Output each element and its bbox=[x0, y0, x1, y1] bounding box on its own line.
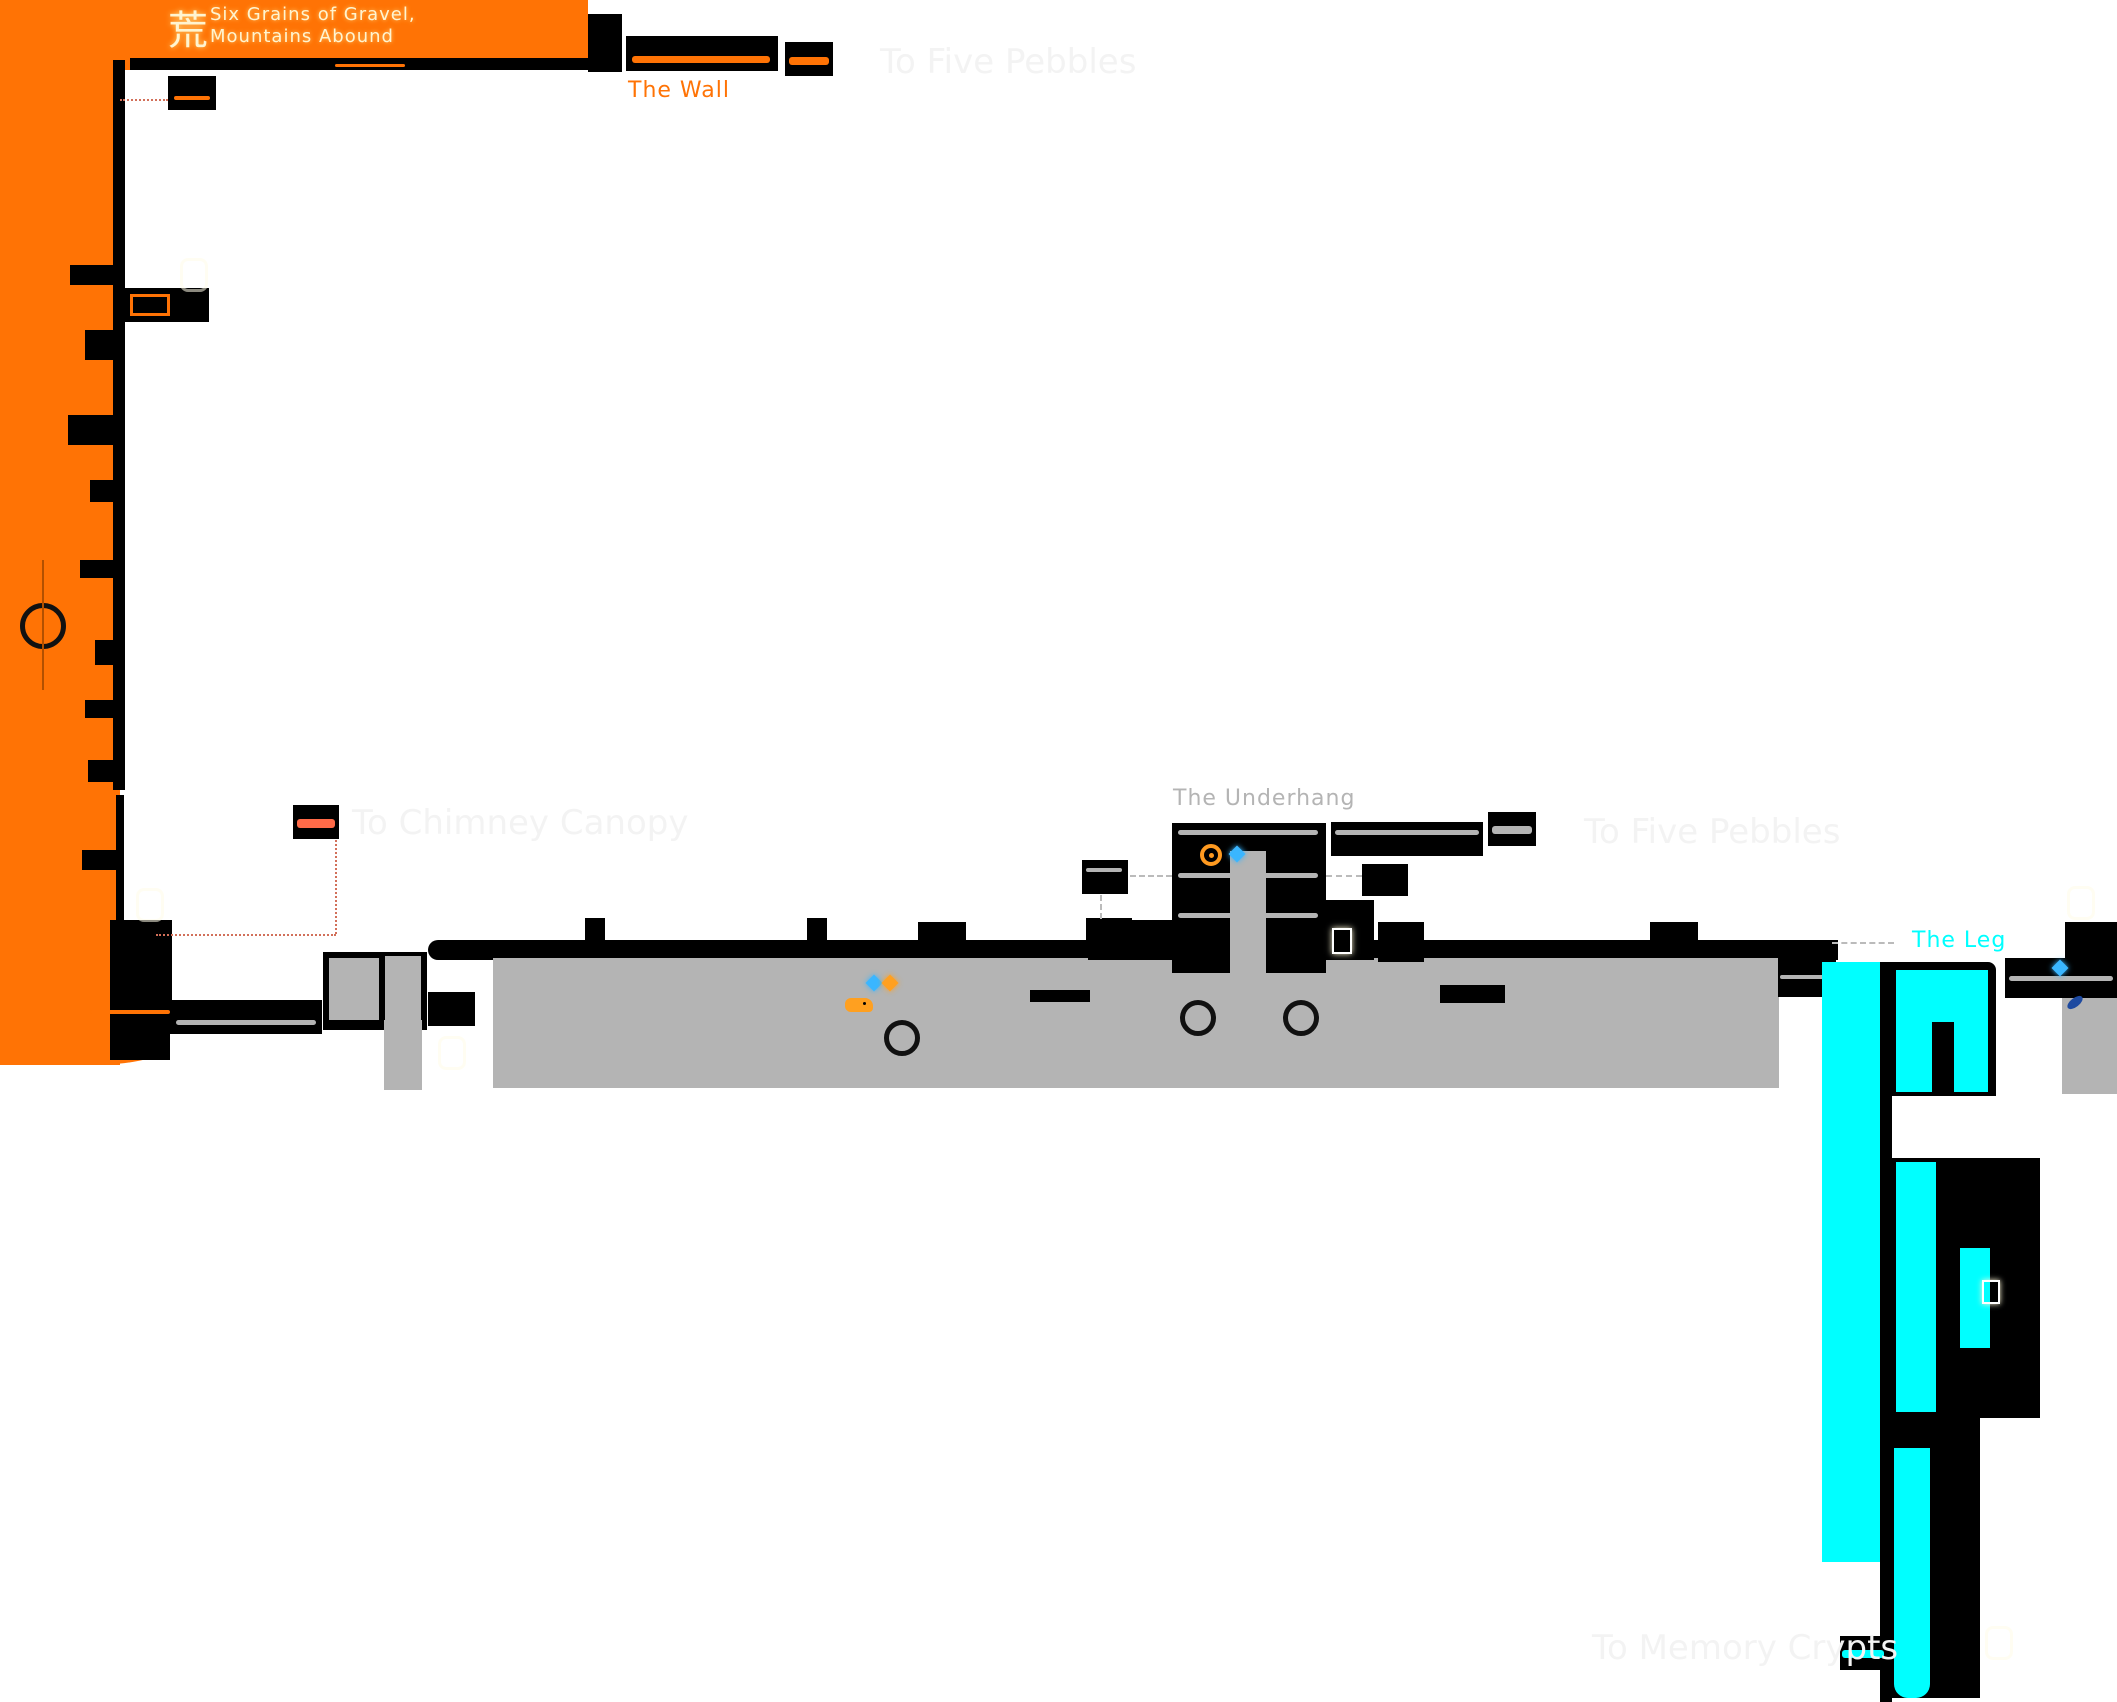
shelter-icon[interactable] bbox=[1985, 1626, 2013, 1660]
five-pebbles-gate-room-2[interactable] bbox=[1488, 812, 1536, 846]
chimney-connector-v bbox=[335, 840, 337, 934]
underhang-satellite-room bbox=[1086, 918, 1132, 954]
wall-room bbox=[70, 265, 120, 285]
five-pebbles-gate-room[interactable] bbox=[785, 42, 833, 76]
connector-line bbox=[1130, 875, 1172, 877]
underhang-satellite-room bbox=[1378, 922, 1424, 962]
leg-bottom-gate-room[interactable] bbox=[1840, 1636, 1890, 1670]
wall-room bbox=[95, 640, 120, 665]
connection-label-memory-crypts: To Memory Crypts bbox=[1592, 1628, 1899, 1668]
chimney-connector-h bbox=[156, 934, 336, 936]
connector-line bbox=[1326, 875, 1362, 877]
wall-top-corner bbox=[588, 14, 622, 72]
karma-gate-icon[interactable] bbox=[1332, 928, 1352, 954]
region-title-line1: Six Grains of Gravel, bbox=[210, 4, 416, 25]
underhang-shaft bbox=[384, 1020, 422, 1090]
shelter-icon[interactable] bbox=[2067, 886, 2095, 920]
wall-side-room-mid bbox=[124, 288, 209, 322]
underhang-round-chamber bbox=[1180, 1000, 1216, 1036]
right-upper-room bbox=[2065, 922, 2117, 958]
wall-room bbox=[88, 760, 120, 782]
subregion-label-the-underhang: The Underhang bbox=[1173, 786, 1356, 811]
underhang-upper-room bbox=[918, 922, 966, 958]
subregion-label-the-wall: The Wall bbox=[628, 78, 730, 103]
wall-side-room-top bbox=[168, 76, 216, 110]
underhang-inner-room bbox=[1440, 985, 1505, 1003]
underhang-entry-room bbox=[323, 952, 427, 1030]
chimney-canopy-gate-room[interactable] bbox=[293, 805, 339, 839]
connector-line bbox=[120, 99, 168, 101]
leg-lower-column bbox=[1880, 1418, 1980, 1698]
wall-exit-room[interactable] bbox=[626, 36, 778, 71]
lizard-icon[interactable] bbox=[845, 998, 873, 1012]
leg-middle-column bbox=[1890, 1158, 2040, 1418]
underhang-satellite-room bbox=[1082, 860, 1128, 894]
wall-left-ridge-2 bbox=[116, 795, 124, 925]
underhang-inner-room bbox=[1030, 990, 1090, 1002]
underhang-satellite-room bbox=[1650, 922, 1698, 956]
wall-room bbox=[68, 415, 120, 445]
underhang-round-chamber bbox=[884, 1020, 920, 1056]
connection-label-five-pebbles-2: To Five Pebbles bbox=[1584, 812, 1841, 852]
leg-outer bbox=[1822, 962, 1888, 1562]
echo-icon[interactable] bbox=[1200, 844, 1222, 866]
shelter-icon[interactable] bbox=[136, 888, 164, 922]
wall-bottom-complex bbox=[110, 920, 172, 1020]
wall-top-pipe bbox=[335, 64, 405, 67]
leg-upper-room bbox=[1892, 962, 1996, 1096]
underhang-small-room bbox=[428, 992, 475, 1026]
shelter-icon[interactable] bbox=[180, 258, 208, 292]
underhang-ceiling-tooth bbox=[585, 918, 605, 958]
karma-gate-icon-leg[interactable] bbox=[1982, 1280, 2000, 1304]
wall-structure-axis bbox=[42, 560, 44, 690]
wall-bottom-pipe bbox=[90, 1010, 170, 1014]
underhang-satellite-room bbox=[1362, 864, 1408, 896]
connection-label-chimney-canopy: To Chimney Canopy bbox=[352, 803, 689, 843]
underhang-round-chamber bbox=[1283, 1000, 1319, 1036]
connector-line bbox=[1832, 942, 1894, 944]
wall-room bbox=[85, 330, 120, 360]
shelter-icon[interactable] bbox=[438, 1036, 466, 1070]
region-title-line2: Mountains Abound bbox=[210, 26, 394, 47]
wall-area-left bbox=[0, 0, 120, 1065]
corridor-room bbox=[170, 1000, 322, 1034]
wall-room bbox=[90, 480, 120, 502]
underhang-tower bbox=[1172, 823, 1326, 973]
wall-room bbox=[82, 850, 120, 870]
underhang-long-room bbox=[1331, 822, 1483, 856]
subregion-label-the-leg: The Leg bbox=[1912, 928, 2007, 953]
karma-glyph-icon: 荒 bbox=[168, 8, 208, 54]
wall-room bbox=[80, 560, 120, 578]
wall-bottom-complex-2 bbox=[110, 1020, 170, 1060]
right-gray-area bbox=[2062, 998, 2117, 1094]
wall-room bbox=[85, 700, 120, 718]
connector-line bbox=[1100, 895, 1102, 919]
underhang-main bbox=[493, 958, 1779, 1088]
connection-label-five-pebbles: To Five Pebbles bbox=[880, 42, 1137, 82]
underhang-ceiling-tooth bbox=[807, 918, 827, 958]
